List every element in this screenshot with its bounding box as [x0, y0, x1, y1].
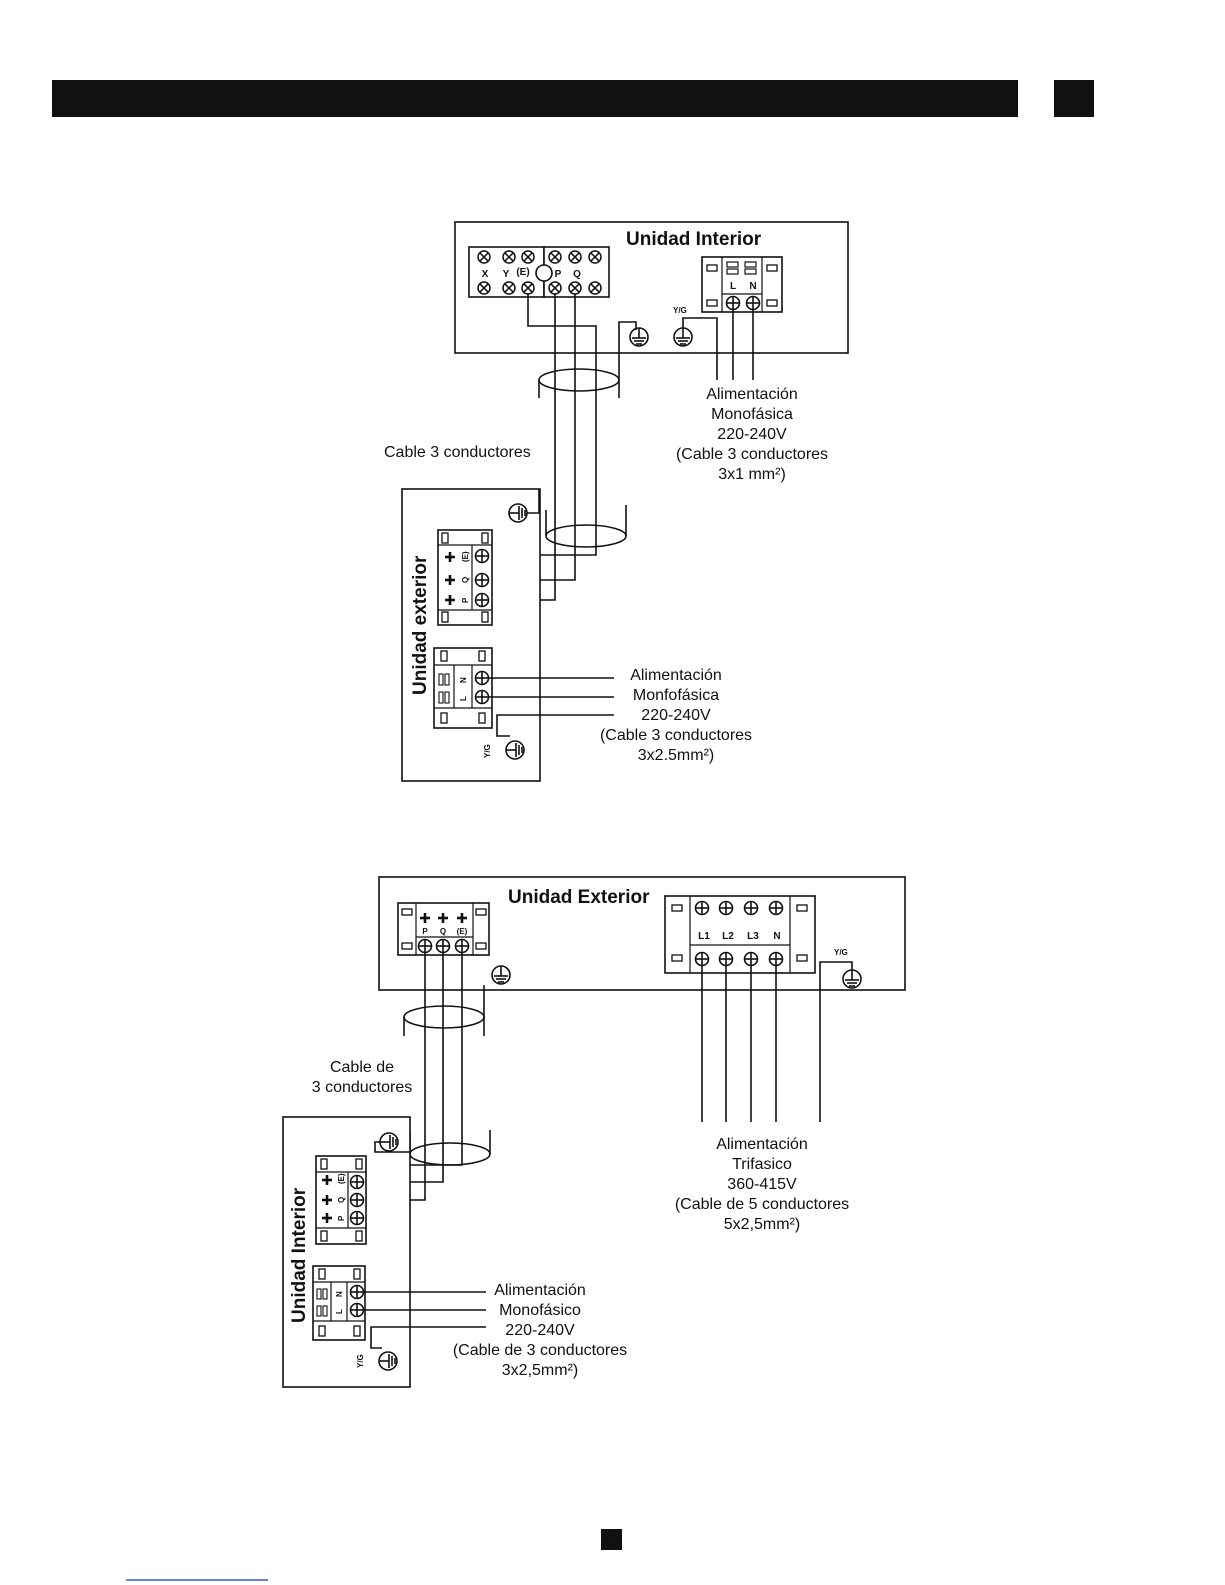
svg-text:P: P: [461, 597, 470, 603]
svg-text:Monfofásica: Monfofásica: [633, 687, 719, 704]
svg-text:L: L: [335, 1309, 344, 1314]
indoor-unit-title: Unidad Interior: [626, 229, 762, 250]
svg-text:Monofásica: Monofásica: [711, 406, 793, 423]
indoor-supply-caption-2: Alimentación Monofásico 220-240V (Cable …: [453, 1282, 627, 1379]
outdoor-signal-terminal: (E) Q P: [437, 529, 493, 626]
svg-text:Alimentación: Alimentación: [630, 667, 722, 684]
signal-cable-label: Cable 3 conductores: [384, 444, 531, 461]
terminal-label-e: (E): [516, 267, 529, 278]
svg-text:(Cable de 5 conductores: (Cable de 5 conductores: [675, 1196, 849, 1213]
indoor-unit-title-2: Unidad Interior: [289, 1187, 310, 1323]
svg-text:L3: L3: [747, 931, 759, 942]
indoor-signal-terminal: X Y (E) P Q: [468, 246, 610, 298]
indoor-ground-label-2: Y/G: [356, 1354, 365, 1368]
svg-text:360-415V: 360-415V: [727, 1176, 797, 1193]
indoor-ground-icon-2: [673, 327, 693, 347]
svg-text:(Cable 3 conductores: (Cable 3 conductores: [600, 727, 752, 744]
indoor-ground-icon: [629, 327, 649, 347]
signal-cable-caption-2: Cable de 3 conductores: [312, 1059, 413, 1096]
svg-text:(Cable 3 conductores: (Cable 3 conductores: [676, 446, 828, 463]
svg-text:L2: L2: [722, 931, 734, 942]
svg-text:Trifasico: Trifasico: [732, 1156, 792, 1173]
terminal-label-p: P: [555, 269, 562, 280]
svg-text:Q: Q: [337, 1197, 346, 1203]
terminal-label-x: X: [482, 269, 489, 280]
outdoor-power-terminal: N L: [433, 647, 493, 729]
power-label-l: L: [730, 281, 736, 292]
page-number-block: [601, 1529, 622, 1550]
three-phase-terminal: L1 L2 L3 N: [664, 895, 816, 974]
svg-text:(Cable de 3 conductores: (Cable de 3 conductores: [453, 1342, 627, 1359]
outdoor-ground-icon-2: [491, 965, 511, 985]
outdoor-ground-label-2: Y/G: [834, 948, 848, 957]
svg-text:Cable de: Cable de: [330, 1059, 394, 1076]
indoor-ground-label: Y/G: [673, 306, 687, 315]
diagram-2: Unidad Exterior P Q (E) L1 L2 L3: [282, 876, 906, 1388]
indoor-power-terminal-2: N L: [312, 1265, 366, 1341]
indoor-power-terminal: L N: [701, 256, 783, 313]
outdoor-unit-title-2: Unidad Exterior: [508, 887, 650, 908]
svg-text:5x2,5mm²): 5x2,5mm²): [724, 1216, 800, 1233]
header-tab-block: [1054, 80, 1094, 117]
svg-text:N: N: [459, 677, 468, 683]
svg-text:Alimentación: Alimentación: [716, 1136, 808, 1153]
svg-text:P: P: [422, 927, 428, 936]
indoor-supply-caption: Alimentación Monofásica 220-240V (Cable …: [676, 386, 828, 483]
svg-text:220-240V: 220-240V: [505, 1322, 575, 1339]
svg-text:3x2,5mm²): 3x2,5mm²): [502, 1362, 578, 1379]
outdoor-supply-caption: Alimentación Monfofásica 220-240V (Cable…: [600, 667, 752, 764]
three-phase-supply-caption: Alimentación Trifasico 360-415V (Cable d…: [675, 1136, 849, 1233]
svg-text:(E): (E): [461, 551, 470, 562]
svg-text:Q: Q: [440, 927, 446, 936]
svg-text:3 conductores: 3 conductores: [312, 1079, 413, 1096]
terminal-label-q: Q: [573, 269, 581, 280]
svg-text:N: N: [773, 931, 780, 942]
svg-text:L1: L1: [698, 931, 710, 942]
outdoor-ground-label: Y/G: [483, 744, 492, 758]
outdoor-signal-terminal-2: P Q (E): [397, 902, 490, 956]
svg-text:220-240V: 220-240V: [641, 707, 711, 724]
svg-text:3x1 mm²): 3x1 mm²): [718, 466, 786, 483]
power-label-n: N: [749, 281, 756, 292]
svg-text:L: L: [459, 696, 468, 701]
diagram-1: Unidad Interior X Y (E) P Q: [384, 221, 849, 782]
terminal-label-y: Y: [503, 269, 510, 280]
svg-text:(E): (E): [457, 927, 468, 936]
outdoor-unit-title: Unidad exterior: [410, 555, 431, 695]
svg-text:Q: Q: [461, 577, 470, 583]
svg-text:Alimentación: Alimentación: [706, 386, 798, 403]
indoor-signal-terminal-2: (E) Q P: [315, 1155, 367, 1245]
svg-text:Monofásico: Monofásico: [499, 1302, 581, 1319]
svg-text:3x2.5mm²): 3x2.5mm²): [638, 747, 714, 764]
svg-text:(E): (E): [337, 1173, 346, 1184]
header-bar: [52, 80, 1018, 117]
svg-text:Alimentación: Alimentación: [494, 1282, 586, 1299]
svg-text:P: P: [337, 1215, 346, 1221]
svg-text:N: N: [335, 1291, 344, 1297]
svg-text:220-240V: 220-240V: [717, 426, 787, 443]
